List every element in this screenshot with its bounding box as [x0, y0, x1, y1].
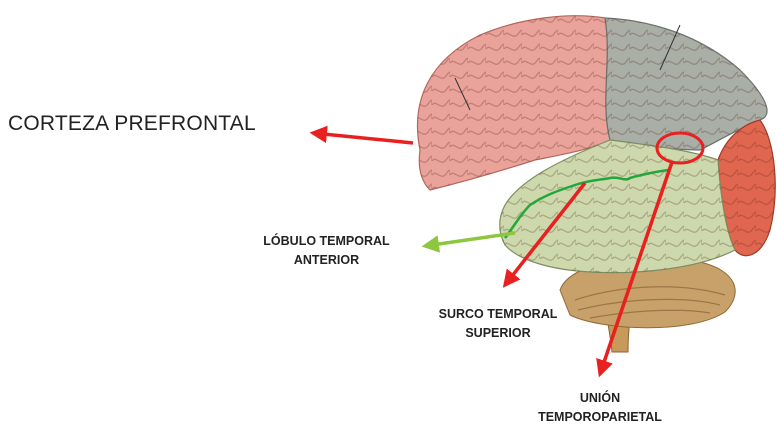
prefrontal-arrow — [313, 133, 413, 143]
label-anterior-temporal-lobe: LÓBULO TEMPORAL ANTERIOR — [244, 232, 409, 270]
label-prefrontal-cortex: CORTEZA PREFRONTAL — [8, 112, 256, 136]
temporal-anterior-arrow — [425, 233, 515, 246]
label-superior-temporal-sulcus: SURCO TEMPORAL SUPERIOR — [428, 305, 568, 343]
label-temporoparietal-junction: UNIÓN TEMPOROPARIETAL — [525, 389, 675, 427]
